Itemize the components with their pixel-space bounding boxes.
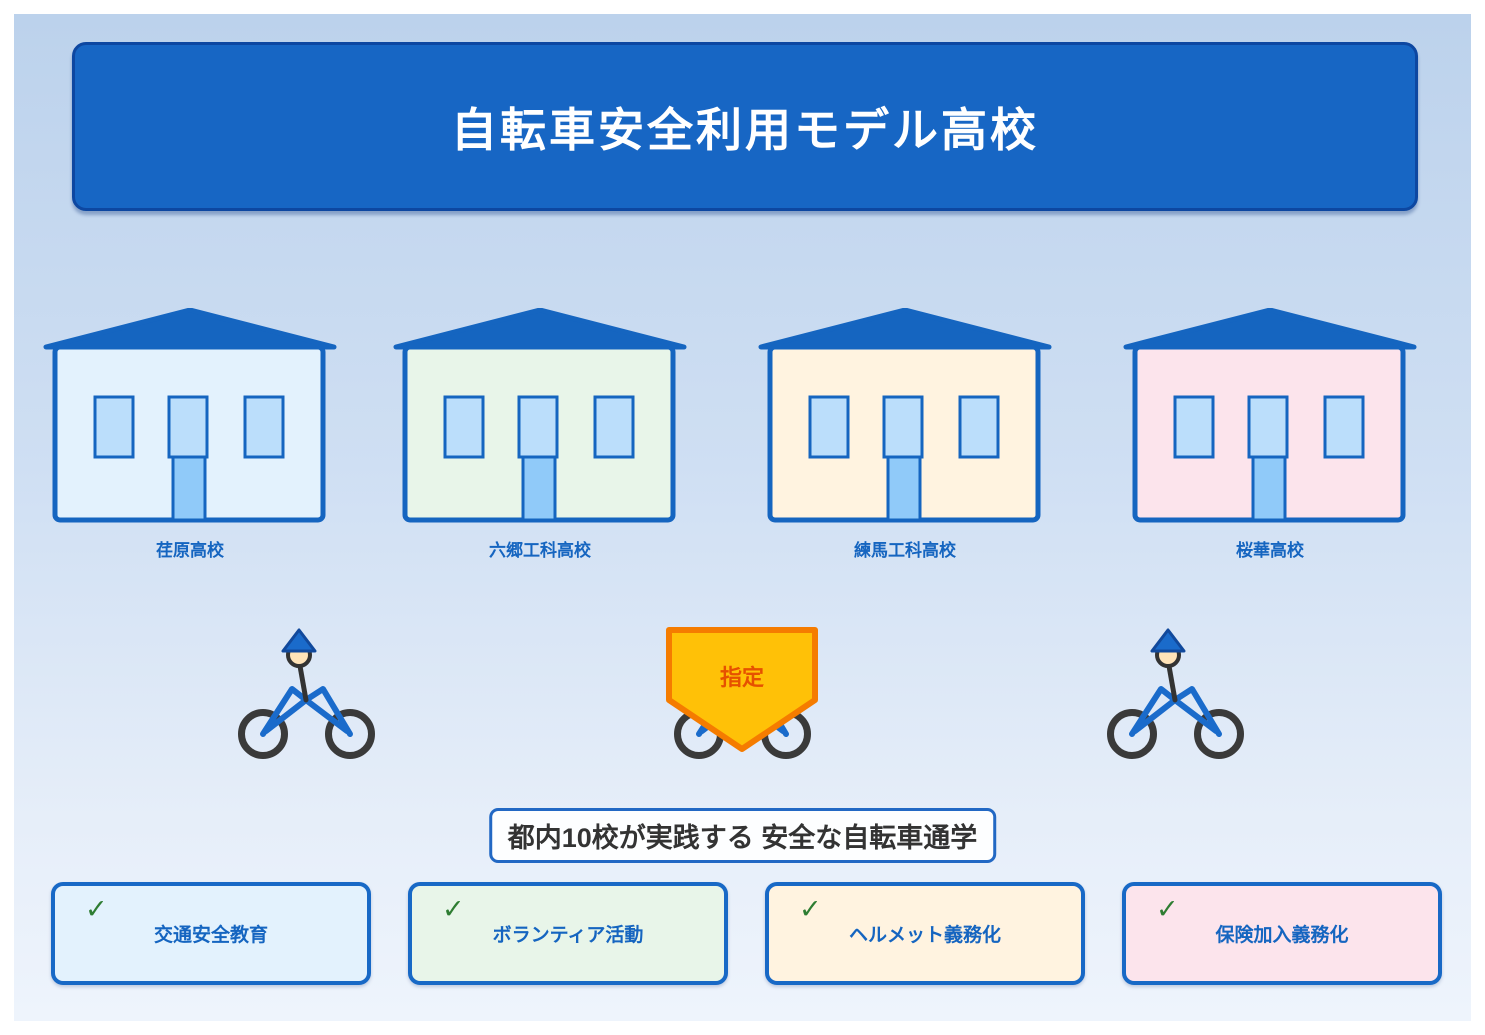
bike-wheel [325, 709, 375, 759]
window [958, 395, 1000, 459]
helmet-icon [1150, 628, 1186, 653]
checkmark-icon: ✓ [442, 894, 465, 924]
bike-wheel [1107, 709, 1157, 759]
feature-label: 保険加入義務化 [1215, 925, 1349, 946]
designated-badge: 指定 [666, 627, 818, 752]
window [808, 395, 850, 459]
school-name-label: 桜華高校 [1236, 541, 1304, 560]
checkmark-icon: ✓ [85, 894, 108, 924]
background-gradient: 自転車安全利用モデル高校 [14, 14, 1471, 1021]
school-building-ebara [43, 308, 337, 523]
caption-box: 都内10校が実践する 安全な自転車通学 [488, 808, 997, 863]
door [886, 455, 922, 522]
cyclist-icon [1107, 628, 1244, 759]
feature-card-volunteer: ✓ ボランティア活動 [408, 882, 728, 985]
feature-card-traffic-safety: ✓ 交通安全教育 [51, 882, 371, 985]
checkmark-icon: ✓ [1156, 894, 1179, 924]
window [443, 395, 485, 459]
badge-label: 指定 [720, 665, 764, 690]
school-name-label: 荏原高校 [156, 541, 224, 560]
feature-card-insurance: ✓ 保険加入義務化 [1122, 882, 1442, 985]
school-building-ohka [1123, 308, 1417, 523]
window [167, 395, 209, 459]
checkmark-icon: ✓ [799, 894, 822, 924]
feature-label: ヘルメット義務化 [848, 925, 1001, 946]
roof-shape [1123, 308, 1417, 350]
door [521, 455, 557, 522]
window [882, 395, 924, 459]
door [1251, 455, 1287, 522]
school-building-nerima [758, 308, 1052, 523]
window [243, 395, 285, 459]
school-name-label: 練馬工科高校 [854, 541, 956, 560]
roof-shape [43, 308, 337, 350]
school-building-rokugo [393, 308, 687, 523]
window [93, 395, 135, 459]
cyclist-icon [238, 628, 375, 759]
page-title: 自転車安全利用モデル高校 [451, 103, 1039, 156]
roof-shape [758, 308, 1052, 350]
badge-shape [666, 627, 818, 752]
bike-frame [1132, 697, 1219, 734]
roof-shape [393, 308, 687, 350]
window [593, 395, 635, 459]
window [1173, 395, 1215, 459]
helmet-icon [281, 628, 317, 653]
school-name-label: 六郷工科高校 [489, 541, 591, 560]
bike-wheel [1194, 709, 1244, 759]
header-banner: 自転車安全利用モデル高校 [72, 42, 1418, 211]
bike-wheel [238, 709, 288, 759]
feature-label: ボランティア活動 [492, 925, 644, 946]
bike-frame [263, 697, 350, 734]
window [1247, 395, 1289, 459]
rider-body [1166, 663, 1178, 703]
rider-body [297, 663, 309, 703]
feature-label: 交通安全教育 [153, 925, 268, 946]
feature-card-helmet: ✓ ヘルメット義務化 [765, 882, 1085, 985]
door [171, 455, 207, 522]
window [517, 395, 559, 459]
window [1323, 395, 1365, 459]
